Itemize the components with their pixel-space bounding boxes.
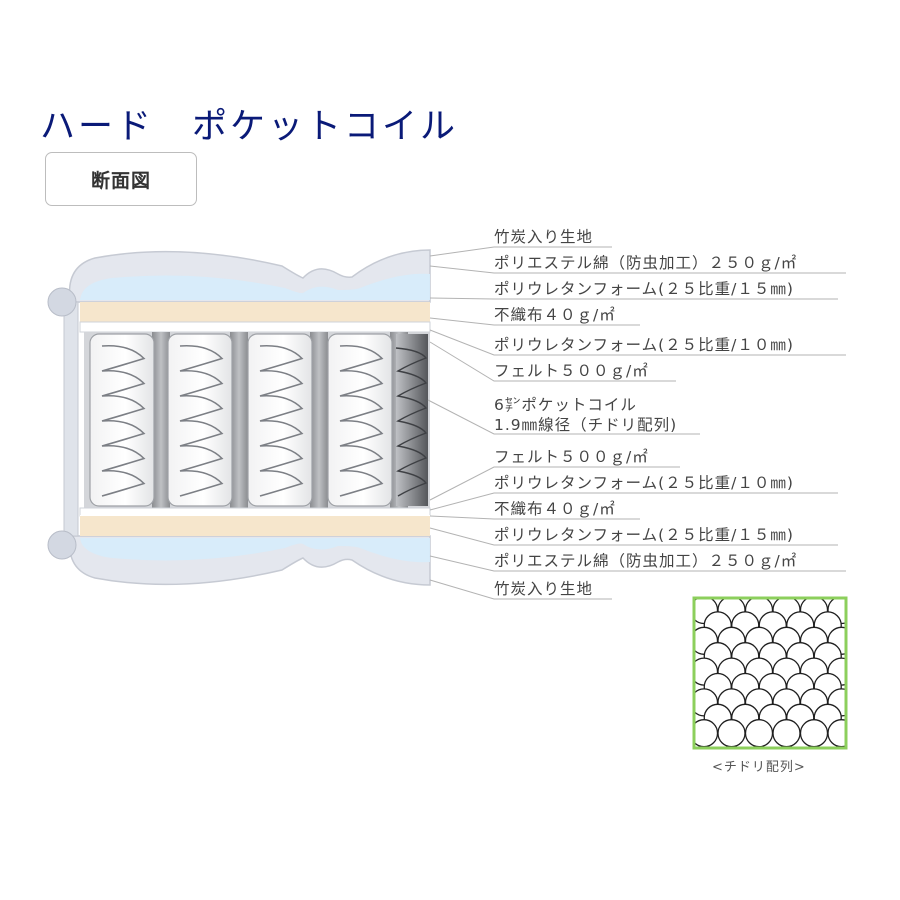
pocket-coil-3: [247, 332, 328, 508]
page-title: ハード ポケットコイル: [40, 107, 459, 147]
label-wire-gauge: 1.9㎜線径（チドリ配列): [494, 416, 678, 434]
cross-section-tab[interactable]: 断面図: [45, 152, 197, 206]
arrangement-coil: [799, 719, 829, 748]
leader-line-12: [429, 555, 846, 572]
arrangement-coil: [772, 719, 801, 748]
side-border: [63, 301, 79, 537]
leader-line-5: [429, 329, 846, 356]
label-bottom-foam-10: ポリウレタンフォーム(２５比重/１０㎜): [494, 474, 794, 492]
pocket-coil-1: [89, 332, 170, 508]
leader-line-6: [429, 341, 676, 382]
label-pocket-coil: 6㌢ポケットコイル: [494, 396, 637, 414]
top-padding: [80, 273, 430, 300]
leader-line-10: [429, 515, 640, 520]
bottom-felt: [79, 507, 431, 517]
arrangement-coil: [717, 719, 746, 748]
leader-line-9: [429, 492, 838, 511]
label-top-fabric: 竹炭入り生地: [494, 228, 594, 246]
leader-line-11: [429, 527, 838, 546]
label-bottom-fabric: 竹炭入り生地: [494, 580, 594, 598]
leader-line-8: [429, 466, 680, 501]
top-foam-10mm: [80, 325, 430, 332]
bottom-foam-15mm: [80, 516, 430, 536]
label-bottom-foam-15: ポリウレタンフォーム(２５比重/１５㎜): [494, 526, 794, 544]
leader-line-2: [429, 265, 846, 274]
bottom-piping: [47, 530, 77, 560]
arrangement-caption: <チドリ配列>: [712, 760, 806, 775]
label-top-foam-15: ポリウレタンフォーム(２５比重/１５㎜): [494, 280, 794, 298]
leader-line-1: [429, 246, 612, 257]
label-bottom-nonwoven: 不織布４０ｇ/㎡: [494, 500, 616, 518]
leader-line-4: [429, 317, 640, 326]
bottom-padding: [80, 538, 430, 563]
label-bottom-polyester: ポリエステル綿（防虫加工）２５０ｇ/㎡: [494, 552, 798, 570]
top-piping: [47, 287, 77, 317]
leader-line-7: [427, 399, 700, 435]
arrangement-coil: [744, 719, 774, 748]
label-top-felt: フェルト５００ｇ/㎡: [494, 362, 649, 380]
label-top-nonwoven: 不織布４０ｇ/㎡: [494, 306, 616, 324]
label-bottom-felt: フェルト５００ｇ/㎡: [494, 448, 649, 466]
top-nonwoven: [80, 322, 430, 325]
leader-line-3: [429, 297, 838, 300]
label-top-foam-10: ポリウレタンフォーム(２５比重/１０㎜): [494, 336, 794, 354]
leader-line-13: [429, 579, 612, 600]
top-foam-15mm: [80, 302, 430, 322]
pocket-coil-edge: [395, 334, 428, 506]
label-top-polyester: ポリエステル綿（防虫加工）２５０ｇ/㎡: [494, 254, 798, 272]
pocket-coil-2: [167, 332, 248, 508]
